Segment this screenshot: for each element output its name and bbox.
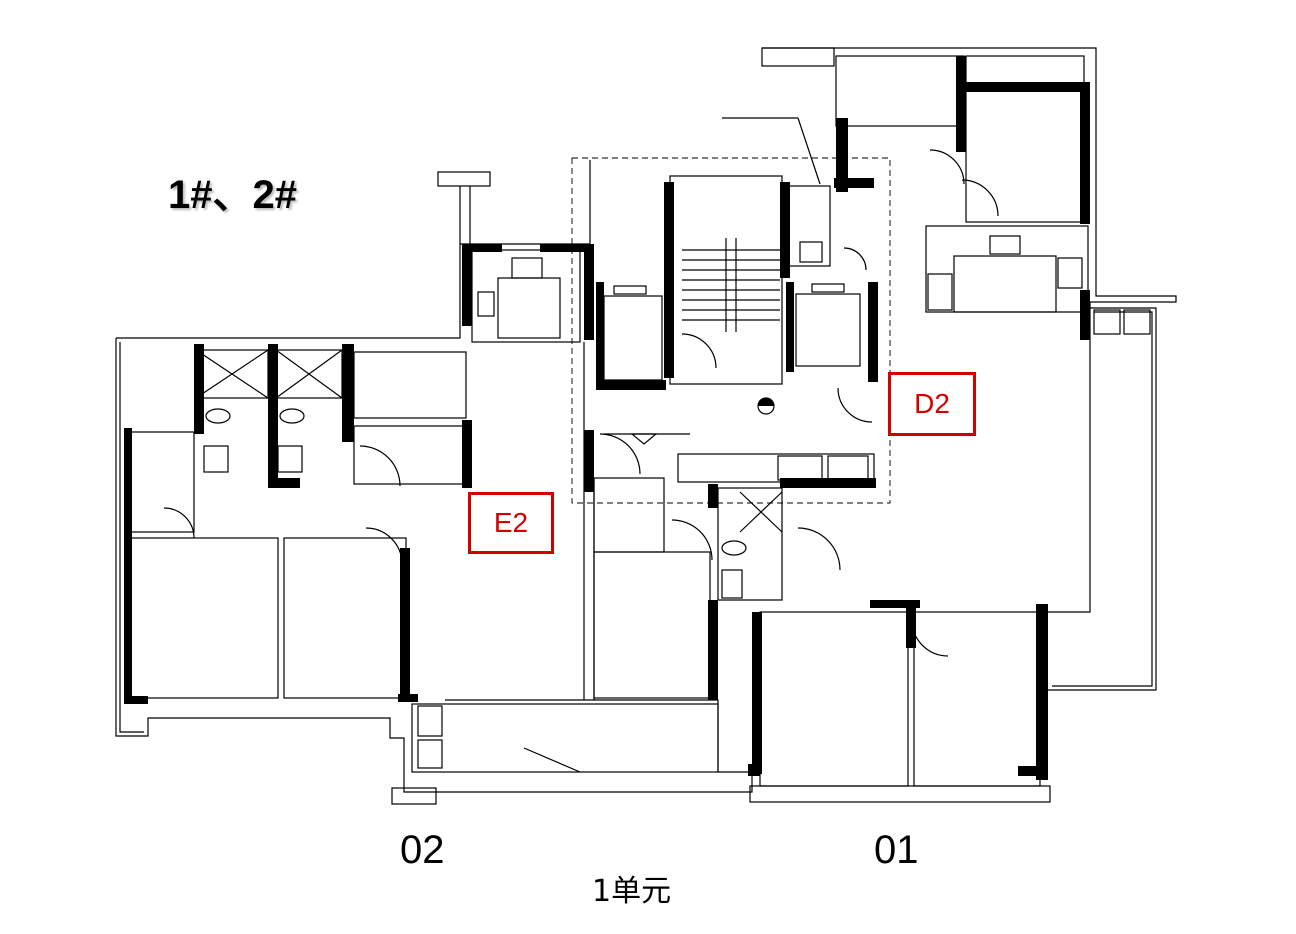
building-title: 1#、2# (168, 173, 297, 217)
unit-name-label: 1单元 (592, 874, 672, 909)
stair-treads (682, 249, 780, 321)
unit-02-walls (124, 244, 718, 704)
core-boundary (571, 157, 891, 504)
door-swings (163, 149, 999, 657)
core-plan (603, 175, 875, 483)
unit-01-label: 01 (874, 828, 919, 872)
unit-02-plan (115, 160, 753, 805)
unit-02-label: 02 (400, 828, 445, 872)
core-walls (596, 178, 878, 508)
e2-type-tag: E2 (468, 492, 554, 554)
unit-01-walls (748, 56, 1090, 780)
d2-type-tag: D2 (888, 372, 976, 436)
